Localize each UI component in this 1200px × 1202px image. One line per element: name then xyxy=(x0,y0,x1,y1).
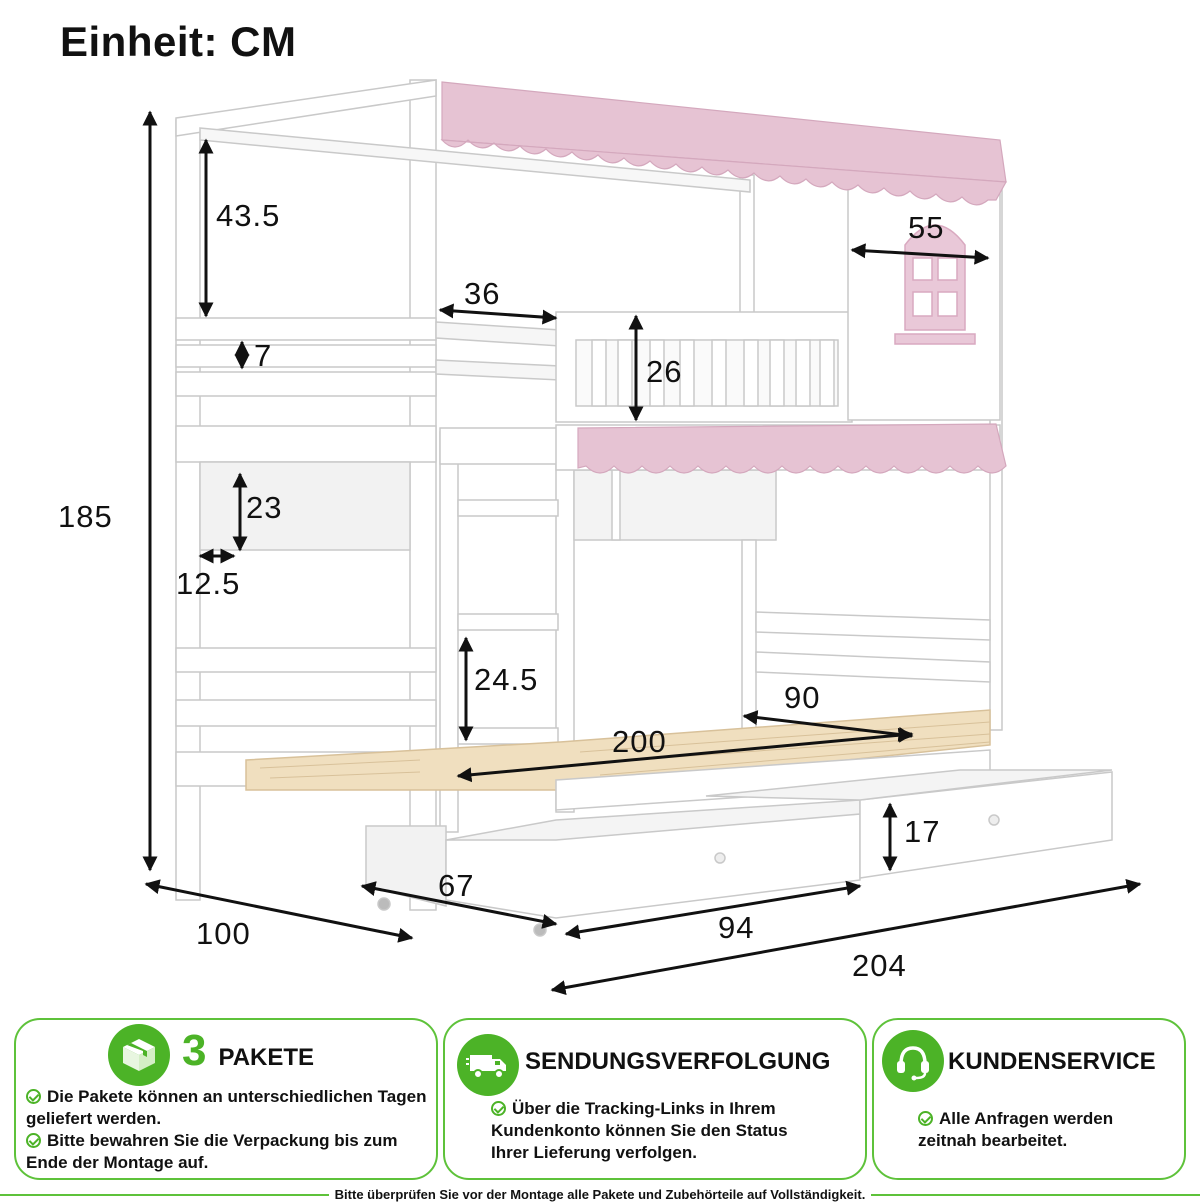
dim-label-height-total: 185 xyxy=(58,499,113,534)
upper-roof xyxy=(440,81,1007,206)
side-shelf xyxy=(199,461,411,551)
dim-label-upper-opening: 43.5 xyxy=(216,198,280,233)
lower-roof xyxy=(577,423,1007,474)
dim-line-bed-length xyxy=(550,879,1142,995)
right-lower-rail-1 xyxy=(755,611,991,641)
packages-bullet-2: Bitte bewahren Sie die Verpackung bis zu… xyxy=(26,1131,398,1172)
ladder-step-3 xyxy=(457,727,559,745)
dim-label-drawer-width: 94 xyxy=(718,910,754,945)
footer-note: Bitte überprüfen Sie vor der Montage all… xyxy=(0,1187,1200,1202)
upper-back-rail-2 xyxy=(435,359,561,381)
truck-icon-badge xyxy=(457,1034,519,1096)
customer-service-bullet-1: Alle Anfragen werden zeitnah bearbeitet. xyxy=(918,1109,1114,1150)
upper-frame-side xyxy=(175,425,437,463)
center-shelf xyxy=(573,469,777,541)
dim-line-guard-opening xyxy=(438,303,558,325)
drawer-wheel-2 xyxy=(533,923,547,937)
upper-side-rail-1 xyxy=(175,317,437,341)
package-count: 3 xyxy=(182,1026,207,1075)
panel-tracking: SENDUNGSVERFOLGUNG Über die Tracking-Lin… xyxy=(443,1018,867,1180)
dim-line-window xyxy=(850,243,990,265)
check-icon xyxy=(918,1111,933,1126)
delivery-truck-icon xyxy=(466,1055,506,1079)
top-rail-back xyxy=(199,127,751,193)
packages-bullet-1: Die Pakete können an unterschiedlichen T… xyxy=(26,1087,427,1128)
dim-label-drawer-depth: 67 xyxy=(438,868,474,903)
dim-label-mattress-width: 90 xyxy=(784,680,820,715)
bed-illustration xyxy=(175,79,1113,937)
dimension-lines xyxy=(142,110,1142,995)
tracking-heading: SENDUNGSVERFOLGUNG xyxy=(525,1048,831,1075)
upper-side-rail-2 xyxy=(175,344,437,368)
tracking-bullet-1: Über die Tracking-Links in Ihrem Kundenk… xyxy=(491,1099,788,1162)
panel-packages: 3 PAKETE Die Pakete können an unterschied… xyxy=(14,1018,438,1180)
dim-label-ladder-step: 24.5 xyxy=(474,662,538,697)
check-icon xyxy=(26,1133,41,1148)
right-lower-rail-2 xyxy=(755,651,991,683)
lower-side-rail-1 xyxy=(175,647,437,673)
right-back-post-top xyxy=(739,174,755,336)
dim-label-shelf-depth: 12.5 xyxy=(176,566,240,601)
package-icon xyxy=(123,1039,155,1071)
dim-label-bed-length: 204 xyxy=(852,948,907,983)
dim-line-bed-width xyxy=(144,879,414,943)
check-icon xyxy=(26,1089,41,1104)
ladder-step-2 xyxy=(457,613,559,631)
unit-title: Einheit: CM xyxy=(60,18,297,65)
panel-customer-service: KUNDENSERVICE Alle Anfragen werden zeitn… xyxy=(872,1018,1186,1180)
panel-packages-heading: 3 PAKETE xyxy=(182,1026,314,1076)
right-inner-post-lower xyxy=(741,539,757,741)
upper-side-rail-3 xyxy=(175,371,437,397)
dim-line-mattress-length xyxy=(456,727,914,783)
upper-back-rail-1 xyxy=(435,321,561,347)
dim-label-drawer-height: 17 xyxy=(904,814,940,849)
package-icon-badge xyxy=(108,1024,170,1086)
check-icon xyxy=(491,1101,506,1116)
customer-service-heading: KUNDENSERVICE xyxy=(948,1048,1156,1075)
drawer-knob-right xyxy=(988,814,1000,826)
headset-icon-badge xyxy=(882,1030,944,1092)
guard-slats xyxy=(591,339,835,407)
bunk-bed-diagram: 185 43.5 7 23 12.5 24.5 36 26 55 90 200 … xyxy=(58,79,1142,995)
dim-label-rail-small: 7 xyxy=(254,338,272,373)
headset-icon xyxy=(897,1046,929,1081)
ladder-step-1 xyxy=(457,499,559,517)
ladder-top xyxy=(439,427,575,465)
dim-label-shelf-height: 23 xyxy=(246,490,282,525)
dim-label-guard-height: 26 xyxy=(646,354,682,389)
dim-label-window: 55 xyxy=(908,210,944,245)
dim-label-guard-opening: 36 xyxy=(464,276,500,311)
dim-label-mattress-length: 200 xyxy=(612,724,667,759)
top-rail-left xyxy=(175,79,437,137)
drawer-wheel-1 xyxy=(377,897,391,911)
drawer-knob-left xyxy=(714,852,726,864)
center-shelf-divider xyxy=(611,469,621,541)
dim-label-bed-width: 100 xyxy=(196,916,251,951)
packages-heading-text: PAKETE xyxy=(218,1044,315,1071)
drawer-right-front xyxy=(859,771,1113,879)
lower-side-rail-2 xyxy=(175,699,437,727)
